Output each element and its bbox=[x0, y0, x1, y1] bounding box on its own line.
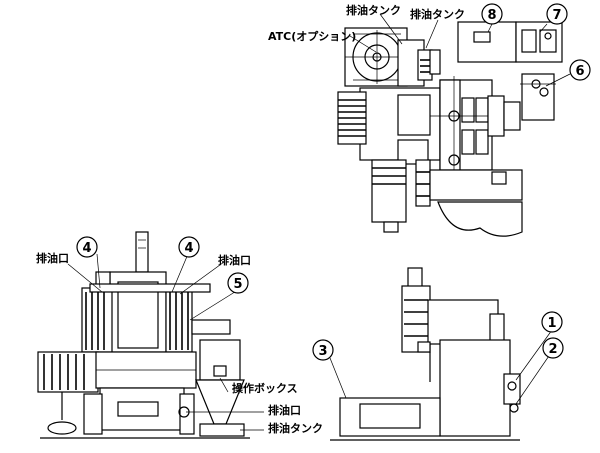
top-lower-structure bbox=[371, 159, 523, 237]
label-top-drain-tank-1: 排油タンク bbox=[346, 3, 401, 17]
label-front-drain-tank: 排油タンク bbox=[268, 421, 323, 435]
svg-text:1: 1 bbox=[547, 316, 556, 331]
callout-8: 8 bbox=[481, 3, 503, 25]
top-drain-tanks bbox=[397, 39, 441, 87]
top-main-body bbox=[359, 76, 521, 172]
callout-4-right: 4 bbox=[178, 236, 200, 258]
side-base bbox=[330, 397, 520, 441]
callouts: 8 7 6 4 4 5 3 1 bbox=[76, 3, 591, 361]
callout-7: 7 bbox=[546, 3, 568, 25]
svg-text:8: 8 bbox=[487, 8, 496, 23]
side-head bbox=[401, 267, 505, 382]
label-operation-box: 操作ボックス bbox=[232, 381, 298, 395]
callout-2: 2 bbox=[542, 337, 564, 359]
front-head-fins bbox=[81, 285, 231, 353]
side-view bbox=[330, 267, 521, 441]
top-view bbox=[337, 21, 563, 237]
operation-box bbox=[195, 339, 245, 437]
front-view bbox=[37, 231, 250, 439]
callout-1: 1 bbox=[541, 311, 563, 333]
callout-4-left: 4 bbox=[76, 236, 98, 258]
label-top-drain-tank-2: 排油タンク bbox=[410, 7, 465, 21]
label-atc-option: ATC(オプション) bbox=[268, 29, 356, 43]
svg-text:4: 4 bbox=[82, 241, 91, 256]
text-labels: ATC(オプション) 排油タンク 排油タンク 排油口 排油口 操作ボックス 排油… bbox=[36, 3, 465, 435]
label-front-drain-outlet: 排油口 bbox=[268, 403, 301, 417]
panel-6 bbox=[520, 73, 556, 121]
svg-text:6: 6 bbox=[575, 64, 584, 79]
atc-drum bbox=[344, 27, 409, 87]
leader-lines bbox=[67, 13, 571, 431]
svg-text:4: 4 bbox=[184, 241, 193, 256]
svg-text:5: 5 bbox=[233, 277, 242, 292]
control-panels bbox=[457, 21, 563, 63]
front-table bbox=[40, 351, 250, 439]
label-left-drain-outlet-1: 排油口 bbox=[36, 251, 69, 265]
callout-3: 3 bbox=[312, 339, 334, 361]
side-body bbox=[439, 339, 521, 437]
top-fin-block bbox=[337, 91, 367, 145]
svg-text:7: 7 bbox=[552, 8, 561, 23]
svg-text:2: 2 bbox=[548, 342, 557, 357]
label-left-drain-outlet-2: 排油口 bbox=[218, 253, 251, 267]
callout-6: 6 bbox=[569, 59, 591, 81]
callout-5: 5 bbox=[227, 272, 249, 294]
front-top-flange bbox=[89, 283, 211, 293]
front-left-motor bbox=[37, 351, 99, 435]
svg-text:3: 3 bbox=[318, 344, 327, 359]
